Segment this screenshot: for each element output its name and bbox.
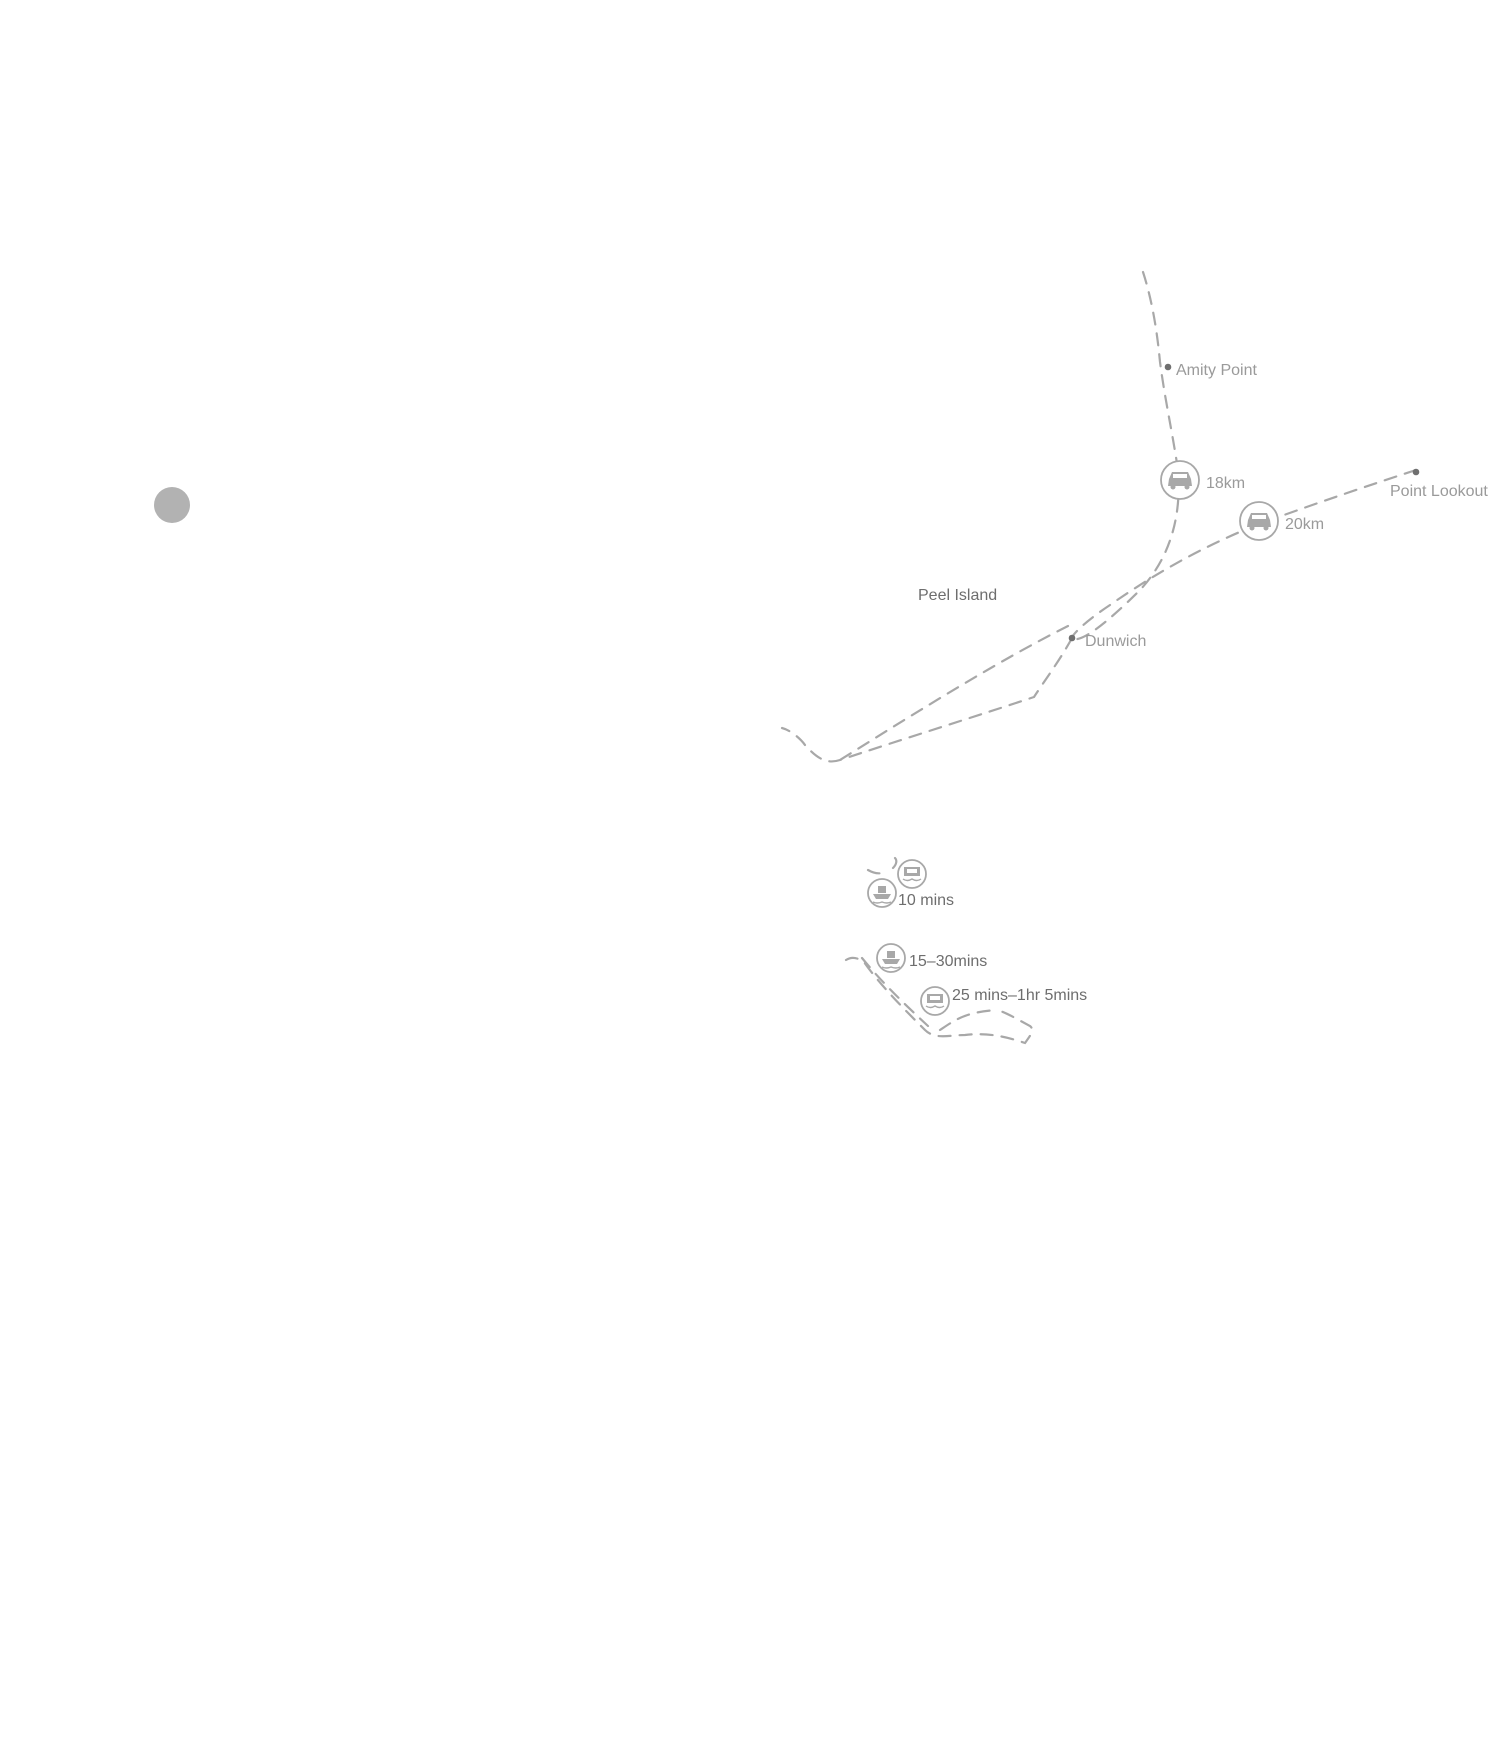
ferry-route-upper: [838, 624, 1070, 762]
ferry-time-vehicle-ferry: 25 mins–1hr 5mins: [952, 987, 1088, 1004]
barge-icon: [897, 859, 927, 889]
point-lookout-label: Point Lookout: [1390, 483, 1488, 500]
ferry-time-short: 10 mins: [898, 892, 955, 909]
road-amity-point: [1070, 270, 1180, 641]
amity-point-dot: [1164, 363, 1172, 371]
car-icon: [1239, 501, 1279, 541]
crossing-short: [866, 856, 898, 875]
grey-dot-marker: [154, 487, 190, 523]
amity-point-label: Amity Point: [1176, 362, 1257, 379]
distance-amity-point: 18km: [1206, 475, 1246, 492]
distance-point-lookout: 20km: [1285, 516, 1325, 533]
ferry-icon: [867, 878, 897, 908]
road-point-lookout: [1070, 468, 1418, 640]
ferry-icon: [876, 943, 906, 973]
ferry-route-southern: [844, 956, 1034, 1045]
dunwich-dot: [1068, 634, 1076, 642]
car-icon: [1160, 460, 1200, 500]
ferry-time-water-taxi: 15–30mins: [909, 953, 988, 970]
ferry-route-southern-2: [860, 956, 999, 1032]
dunwich-label: Dunwich: [1085, 633, 1147, 650]
ferry-route-lower: [780, 636, 1074, 763]
peel-island-label: Peel Island: [918, 587, 998, 604]
barge-icon: [920, 986, 950, 1016]
point-lookout-dot: [1412, 468, 1420, 476]
